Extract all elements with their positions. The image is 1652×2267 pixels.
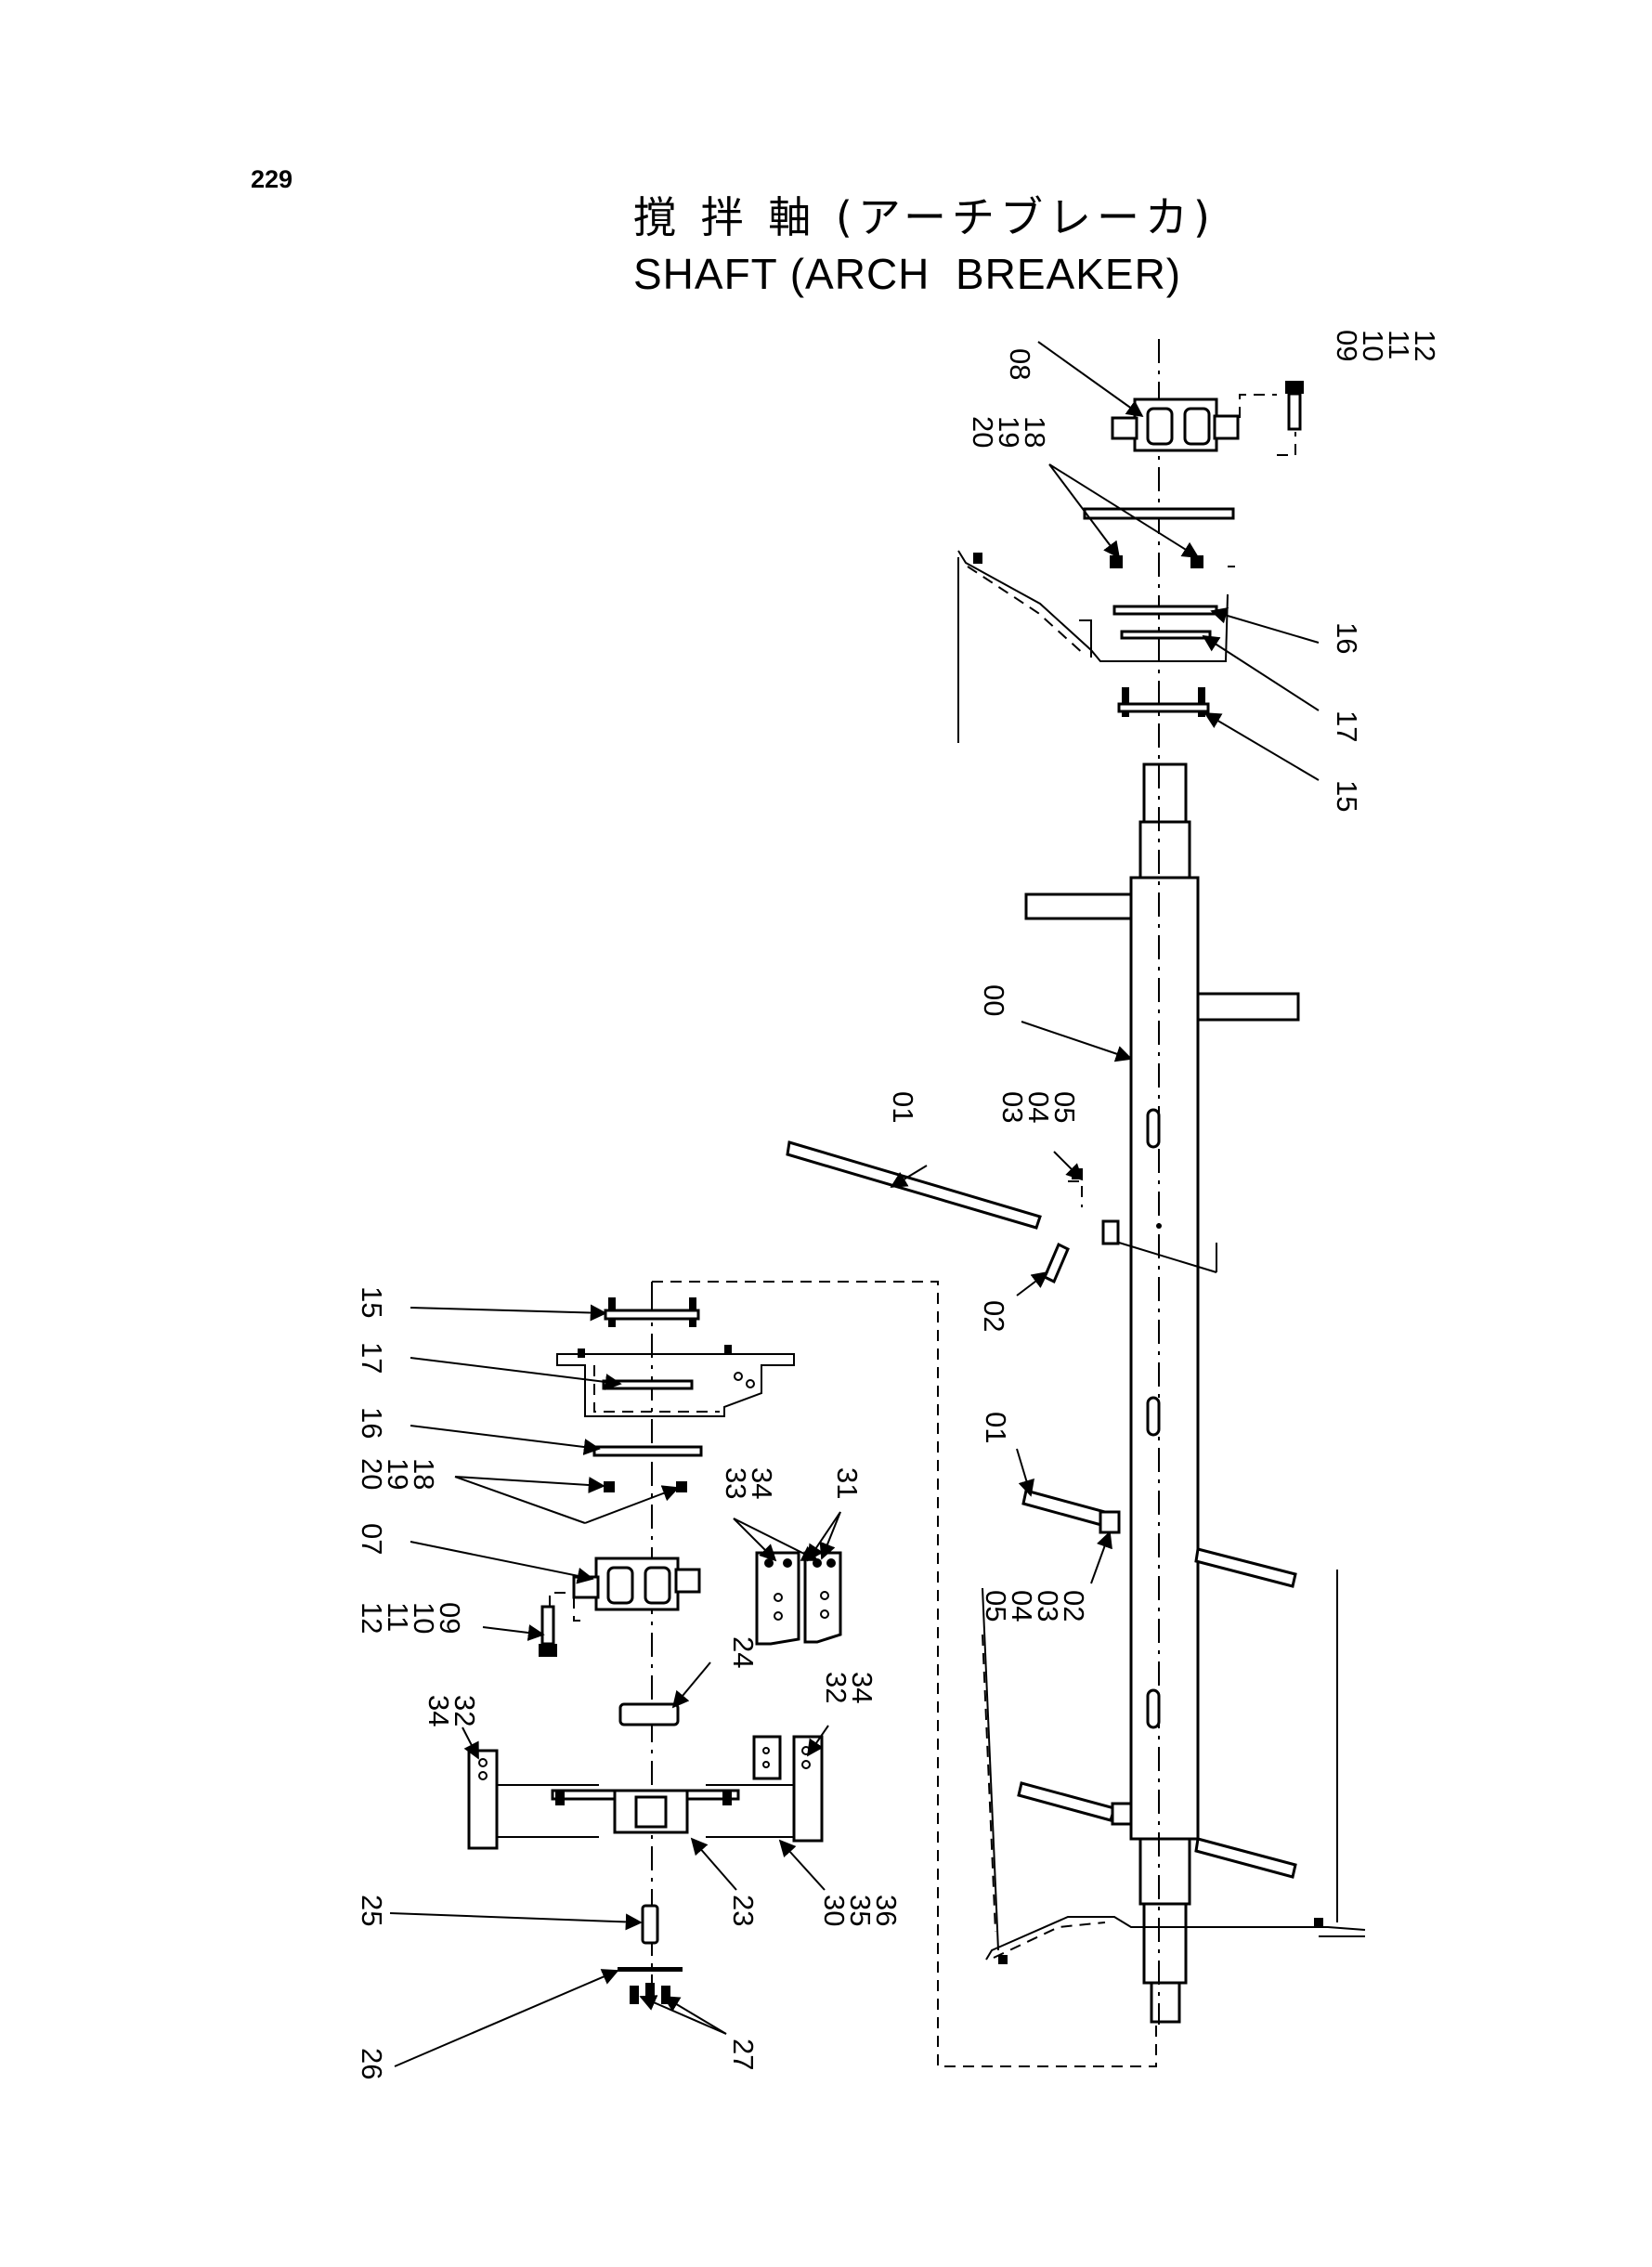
flange-23 [551,1789,740,1834]
callout-24: 24 [727,1636,760,1668]
callout-19: 19 [993,416,1025,448]
nuts-lower [604,1481,687,1492]
callout-34-upper: 34 [746,1467,778,1499]
callout-10-lower: 10 [408,1602,440,1634]
frame-30 [467,1735,824,1850]
callout-34-left: 34 [423,1695,455,1726]
callout-03-lower: 03 [1032,1590,1064,1622]
callout-01-middle: 01 [980,1412,1012,1443]
bolt-lower [539,1592,568,1657]
callout-04-upper: 04 [1022,1091,1055,1123]
bearing-unit-lower [572,1557,701,1622]
callout-15-lower: 15 [356,1286,388,1318]
callout-33: 33 [720,1467,752,1499]
callout-32-left: 32 [449,1695,481,1726]
callout-20-lower: 20 [356,1458,388,1490]
bracket-bottom [982,1570,1366,1964]
u-bolt-top [1117,687,1210,717]
callout-07: 07 [356,1523,388,1555]
bearing-unit-top [1111,397,1240,452]
callout-04-lower: 04 [1006,1590,1038,1622]
callout-31: 31 [831,1467,864,1499]
callout-18: 18 [1019,416,1051,448]
callout-30: 30 [818,1895,851,1926]
callout-25: 25 [356,1895,388,1926]
title-japanese: 撹 拌 軸 (アーチブレーカ) [633,192,1216,242]
callout-20: 20 [967,416,999,448]
callout-00: 00 [978,984,1010,1016]
callout-32-right: 32 [820,1672,852,1703]
page-number: 229 [251,165,293,193]
bushing-24 [618,1702,680,1726]
callout-05-lower: 05 [980,1590,1012,1622]
paddle-upper [786,1140,1217,1273]
gasket-lower [592,1445,703,1457]
callout-08: 08 [1004,348,1036,380]
plate-top [1083,507,1235,520]
callout-36: 36 [870,1895,903,1926]
callout-18-lower: 18 [408,1458,440,1490]
callout-16: 16 [1331,622,1363,654]
paddle-lower [1017,1781,1297,1879]
callout-11-lower: 11 [382,1602,414,1632]
callout-17-lower: 17 [356,1342,388,1374]
pin-25 [641,1904,659,1945]
callout-35: 35 [844,1895,877,1926]
callout-27: 27 [727,2039,760,2070]
bracket-top [957,550,1235,743]
plates-33-34 [755,1551,842,1646]
callout-19-lower: 19 [382,1458,414,1490]
callout-12: 12 [1409,330,1441,361]
title-english: SHAFT (ARCH BREAKER) [633,250,1182,298]
bracket-lower [556,1345,795,1417]
nuts-top [1110,555,1203,568]
callout-23: 23 [727,1895,760,1926]
paddle-middle [1021,1489,1297,1588]
callout-10: 10 [1357,330,1389,361]
callout-05-upper: 05 [1048,1091,1081,1123]
bolt-02 [1043,1242,1070,1284]
callout-12-lower: 12 [356,1602,388,1634]
callout-15: 15 [1331,780,1363,812]
bolt-top [1239,381,1304,456]
callout-09-lower: 09 [434,1602,466,1634]
callout-11: 11 [1383,330,1415,359]
bolts-27 [630,1983,670,2004]
main-shaft [1024,762,1300,2025]
callout-02-lower: 02 [1058,1590,1090,1622]
callout-17: 17 [1331,710,1363,742]
callout-16-lower: 16 [356,1407,388,1439]
callout-01-upper: 01 [887,1091,919,1123]
callout-03-upper: 03 [996,1091,1029,1123]
gaskets-top [1112,605,1218,640]
callout-26: 26 [356,2048,388,2079]
washer-26 [618,1967,683,1972]
callout-34-right: 34 [846,1672,878,1703]
callout-02-upper: 02 [978,1300,1010,1332]
callout-09: 09 [1331,330,1363,361]
